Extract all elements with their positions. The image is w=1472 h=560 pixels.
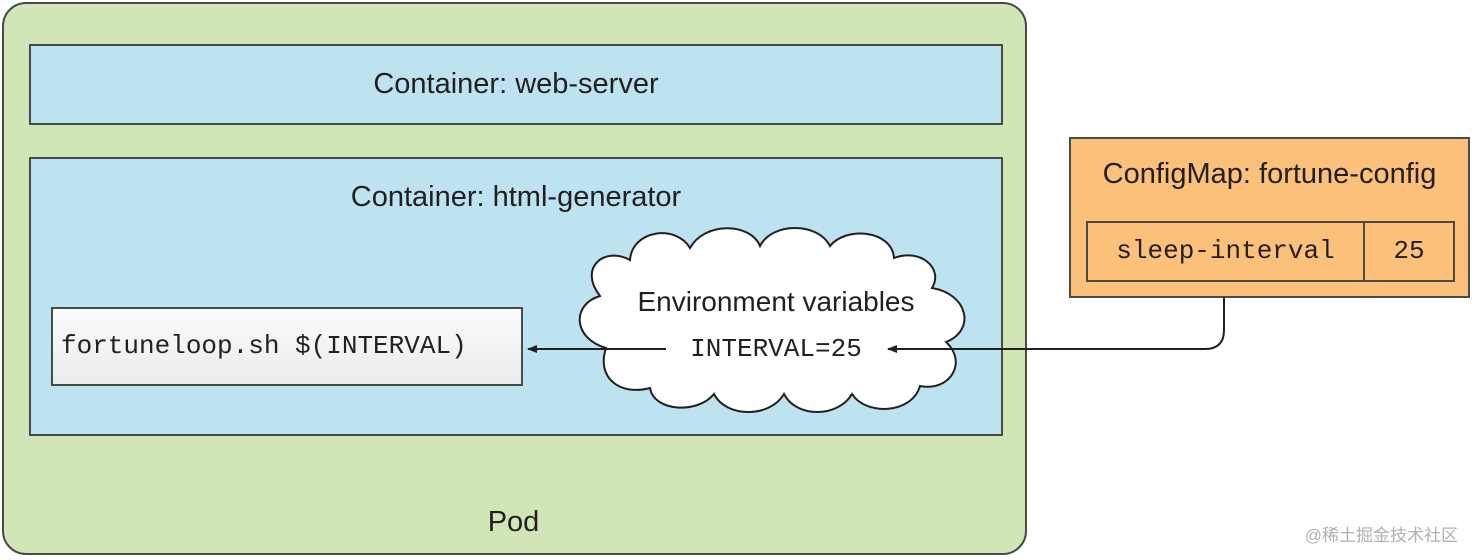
environment-title: Environment variables xyxy=(637,286,915,317)
watermark: @稀土掘金技术社区 xyxy=(1304,526,1458,545)
configmap-key: sleep-interval xyxy=(1088,223,1365,280)
configmap-to-env-arrow xyxy=(887,282,1225,353)
script-command-box: fortuneloop.sh $(INTERVAL) xyxy=(51,307,523,386)
container-web-server: Container: web-server xyxy=(29,44,1003,125)
pod-label: Pod xyxy=(487,506,540,538)
html-generator-title: Container: html-generator xyxy=(350,181,682,213)
configmap-entry: sleep-interval 25 xyxy=(1086,221,1455,282)
configmap-box: ConfigMap: fortune-config sleep-interval… xyxy=(1069,137,1470,298)
web-server-title: Container: web-server xyxy=(373,68,659,100)
environment-variable: INTERVAL=25 xyxy=(666,334,886,364)
configmap-value: 25 xyxy=(1393,236,1425,266)
environment-cloud xyxy=(578,227,966,413)
configmap-title: ConfigMap: fortune-config xyxy=(1102,158,1437,190)
